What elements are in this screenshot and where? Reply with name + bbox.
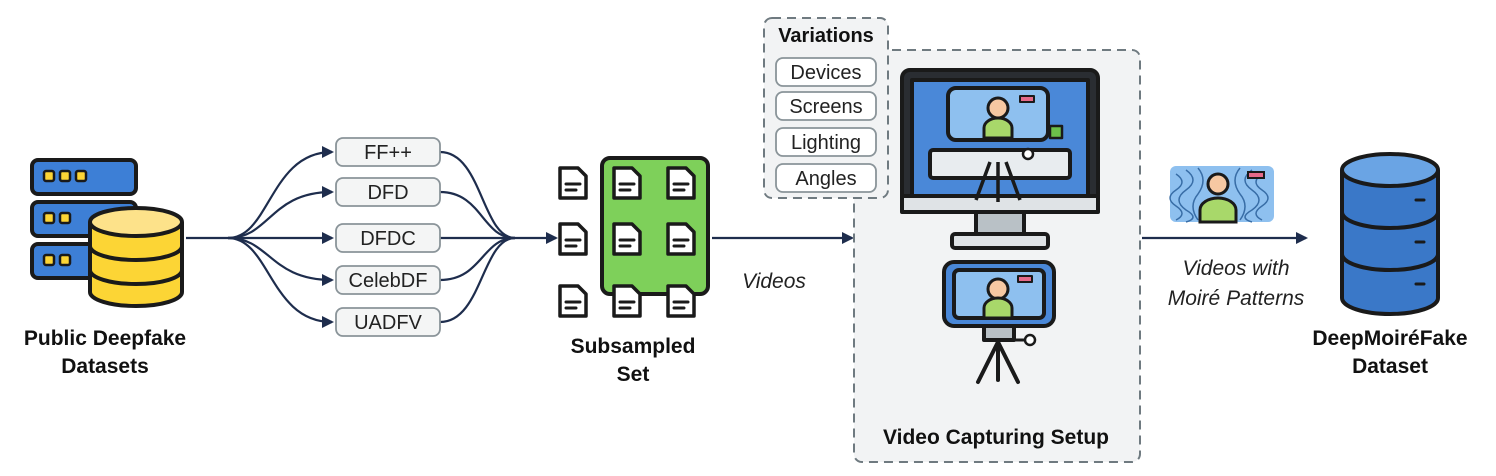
dataset-label: DFD — [367, 182, 408, 204]
variation-pill-angles: Angles — [775, 163, 877, 193]
dataset-pill-uadfv: UADFV — [335, 307, 441, 337]
variation-pill-devices: Devices — [775, 57, 877, 87]
moire-label-line2: Moiré Patterns — [1168, 287, 1305, 310]
subsampled-set-icon — [558, 156, 710, 318]
variation-label: Devices — [790, 62, 861, 84]
subsampled-label-line1: Subsampled — [571, 335, 696, 358]
variation-pill-lighting: Lighting — [775, 127, 877, 157]
variation-pill-screens: Screens — [775, 91, 877, 121]
variation-label: Screens — [789, 96, 862, 118]
moire-label-line1: Videos with — [1182, 257, 1289, 280]
public-datasets-icon — [30, 158, 184, 308]
dataset-pill-celebdf: CelebDF — [335, 265, 441, 295]
output-label-line2: Dataset — [1352, 355, 1428, 378]
moire-thumbnail-icon — [1169, 166, 1274, 224]
monitor-icon — [900, 68, 1100, 250]
variations-title: Variations — [778, 25, 874, 47]
dataset-label: UADFV — [354, 312, 422, 334]
setup-label: Video Capturing Setup — [883, 426, 1109, 449]
source-label-line2: Datasets — [61, 355, 149, 378]
dataset-pill-dfd: DFD — [335, 177, 441, 207]
subsampled-label-line2: Set — [617, 363, 650, 386]
dataset-label: DFDC — [360, 228, 416, 250]
dataset-pill-dfdc: DFDC — [335, 223, 441, 253]
yellow-database-icon — [88, 206, 184, 308]
variations-panel: Variations Devices Screens Lighting Angl… — [763, 17, 889, 199]
output-label-line1: DeepMoiréFake — [1312, 327, 1467, 350]
phone-tripod-icon — [942, 260, 1056, 384]
dataset-flow-lines — [186, 146, 558, 328]
dataset-label: CelebDF — [349, 270, 428, 292]
dataset-pill-ffpp: FF++ — [335, 137, 441, 167]
videos-label: Videos — [742, 270, 806, 293]
output-database-icon — [1340, 152, 1440, 316]
dataset-list: FF++ DFD DFDC CelebDF UADFV — [335, 137, 441, 337]
source-label-line1: Public Deepfake — [24, 327, 186, 350]
dataset-label: FF++ — [364, 142, 412, 164]
variation-label: Lighting — [791, 132, 861, 154]
variation-label: Angles — [795, 168, 856, 190]
